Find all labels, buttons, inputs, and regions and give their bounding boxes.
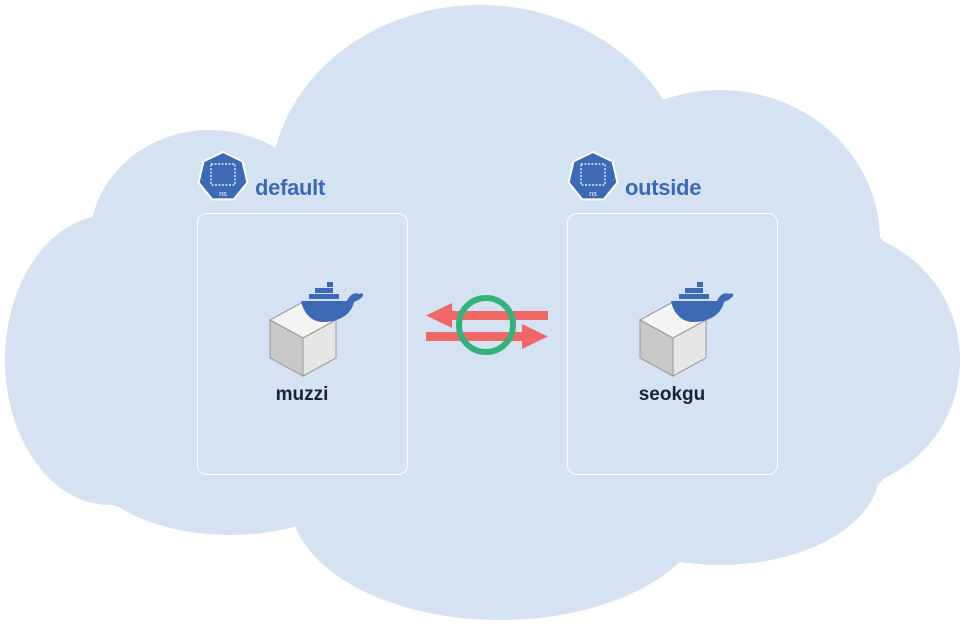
container-cube-muzzi (268, 301, 338, 377)
container-label-muzzi: muzzi (275, 384, 329, 405)
arrow-left (426, 303, 548, 328)
container-label-seokgu: seokgu (638, 384, 706, 405)
arrow-right (426, 324, 548, 349)
namespace-icon-default: ns (197, 151, 249, 201)
blocked-circle-icon (456, 295, 516, 355)
container-cube-seokgu (638, 301, 708, 377)
namespace-box-outside (567, 213, 778, 475)
namespace-label-outside: outside (625, 175, 702, 200)
namespace-icon-text: ns (589, 191, 597, 198)
namespace-label-default: default (255, 175, 326, 200)
namespace-box-default (197, 213, 408, 475)
cloud-shape (5, 5, 960, 620)
namespace-icon-text: ns (219, 191, 227, 198)
namespace-icon-outside: ns (567, 151, 619, 201)
